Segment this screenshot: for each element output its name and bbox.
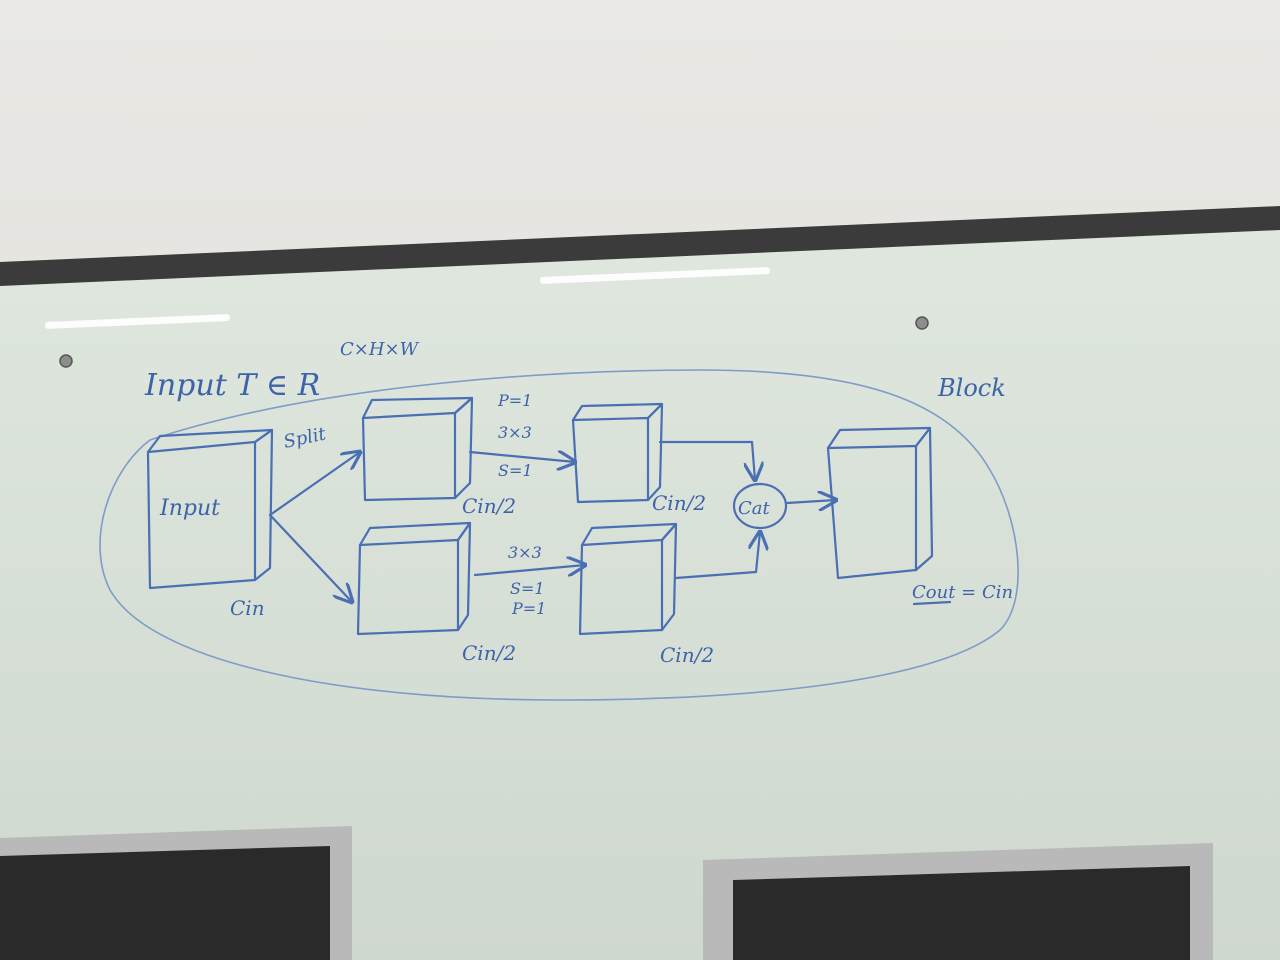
concat-node — [732, 482, 788, 530]
bottom-conv-padding: P=1 — [511, 599, 546, 618]
title-superscript: C×H×W — [340, 339, 420, 360]
glare-left — [45, 314, 230, 329]
top-branch-out-channels: Cin/2 — [652, 491, 706, 515]
bottom-branch-cube-2 — [578, 522, 678, 636]
split-arrow-top — [268, 452, 360, 517]
top-conv-arrow — [468, 452, 575, 462]
monitor-left — [0, 826, 352, 960]
bottom-branch-out-channels: Cin/2 — [660, 643, 714, 667]
bottom-conv-arrow — [473, 565, 585, 575]
input-channels-label: Cin — [230, 596, 265, 620]
split-arrow-bottom — [268, 513, 352, 602]
bottom-branch-in-channels: Cin/2 — [462, 641, 516, 665]
block-enclosure — [99, 369, 1019, 701]
concat-to-output-arrow — [785, 500, 836, 503]
glare-right — [540, 267, 770, 284]
top-branch-cube-2 — [571, 402, 664, 504]
top-conv-stride: S=1 — [498, 461, 533, 480]
whiteboard-frame — [0, 206, 1280, 286]
input-tensor-cube — [146, 428, 274, 590]
concat-label: Cat — [738, 498, 771, 519]
title-text: Input T ∈ R — [144, 368, 320, 403]
whiteboard-surface — [0, 228, 1280, 960]
top-conv-padding: P=1 — [497, 391, 532, 410]
monitor-right — [703, 843, 1213, 960]
screw-right — [915, 316, 929, 330]
block-label: Block — [937, 374, 1006, 402]
bottom-conv-kernel: 3×3 — [508, 543, 542, 562]
top-to-concat-arrow — [658, 440, 755, 480]
output-channels-label: Cout = Cin — [912, 582, 1013, 603]
bottom-branch-cube-1 — [356, 521, 472, 636]
input-box-label: Input — [159, 496, 220, 521]
top-branch-cube-1 — [361, 396, 474, 502]
top-conv-kernel: 3×3 — [498, 423, 532, 442]
bottom-conv-stride: S=1 — [510, 579, 545, 598]
bottom-to-concat-arrow — [674, 532, 760, 580]
cout-underline — [912, 600, 952, 606]
top-branch-in-channels: Cin/2 — [462, 494, 516, 518]
screw-left — [59, 354, 73, 368]
output-tensor-cube — [826, 426, 934, 580]
